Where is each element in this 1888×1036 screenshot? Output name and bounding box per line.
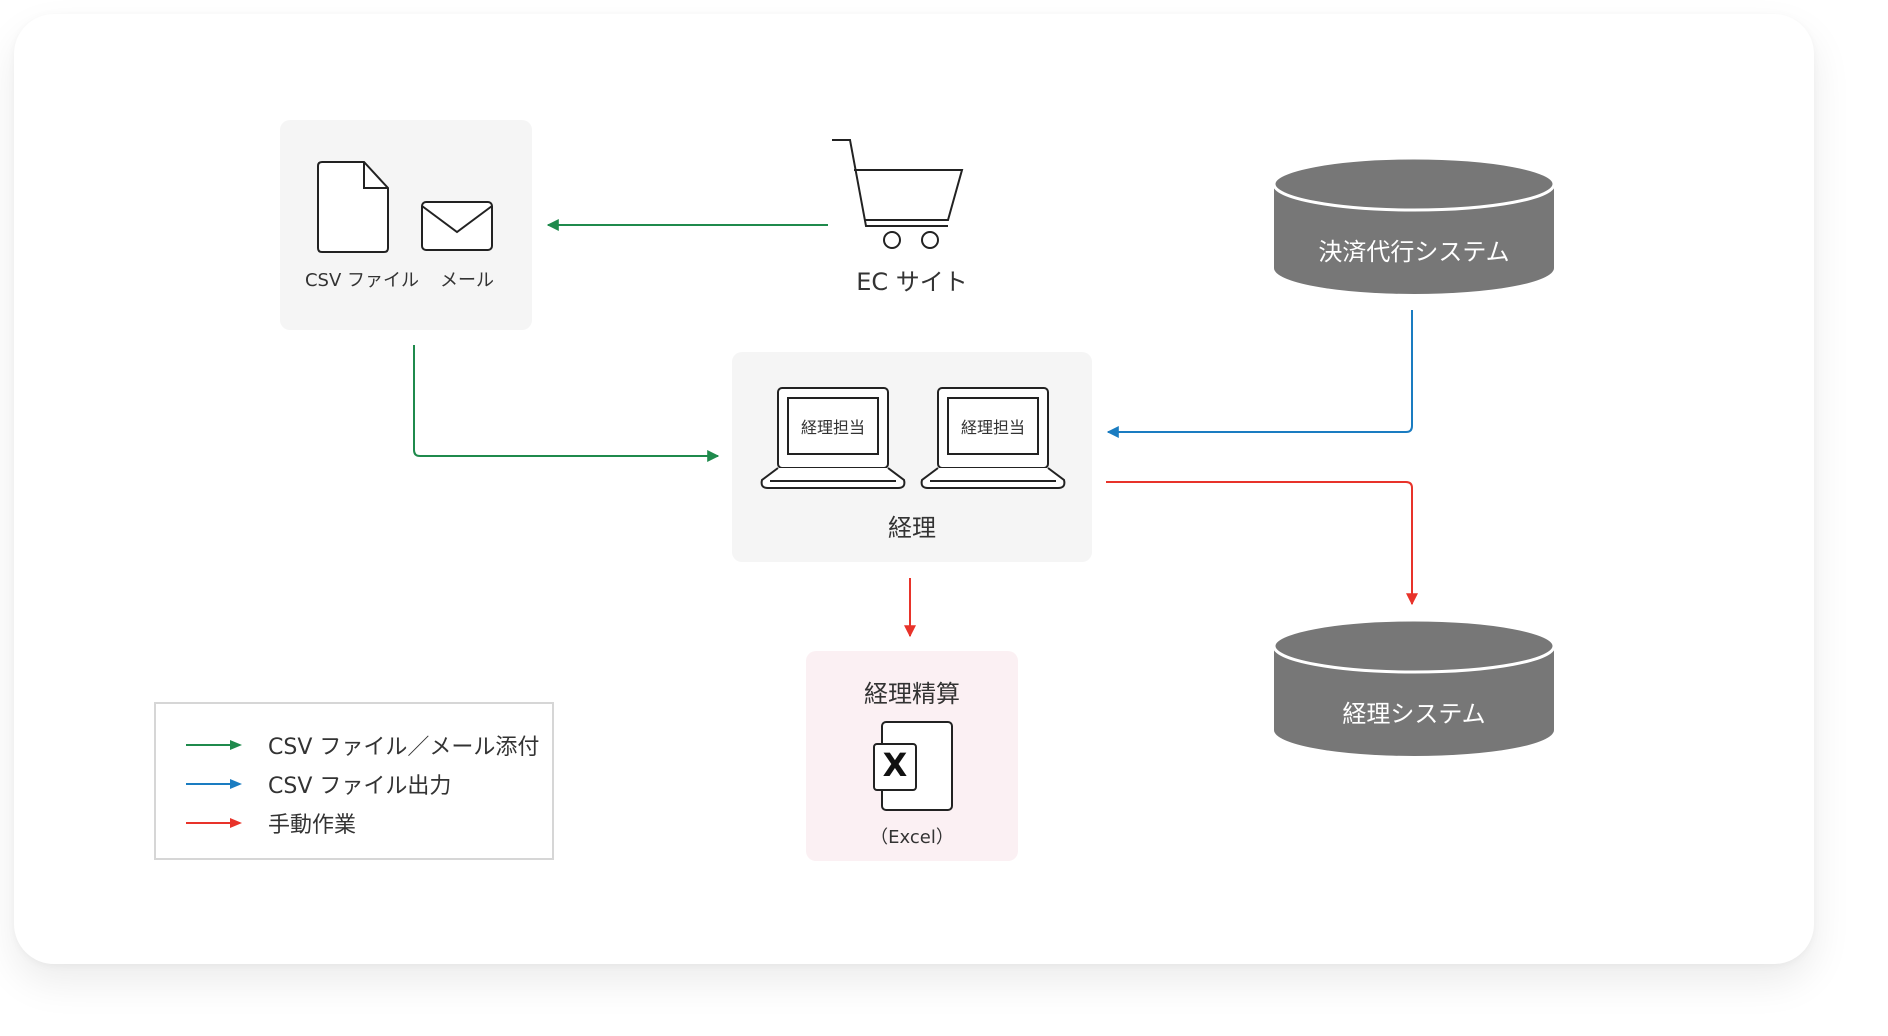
laptop-icon [760,387,906,489]
accounting-staff-label: 経理担当 [960,418,1025,437]
shopping-cart-icon [832,139,964,249]
mail-label: メール [440,270,494,291]
arrow-payment-to-accounting [1106,310,1413,438]
accounting-system-label: 経理システム [1342,700,1486,728]
legend-item-green: CSV ファイル／メール添付 [184,730,539,760]
arrow-csv-mail-to-accounting [413,345,720,462]
legend-label: CSV ファイル／メール添付 [268,735,540,760]
payment-system-label: 決済代行システム [1318,238,1510,266]
legend-item-blue: CSV ファイル出力 [184,769,451,799]
csv-file-label: CSV ファイル [304,270,420,291]
ec-site-label: EC サイト [856,268,968,296]
legend-label: CSV ファイル出力 [268,774,452,799]
laptop-icon [920,387,1066,489]
excel-label: （Excel） [870,827,954,848]
green-arrow-icon [186,740,242,750]
legend-label: 手動作業 [268,813,357,838]
accounting-staff-label: 経理担当 [800,418,865,437]
settlement-title: 経理精算 [864,680,960,708]
excel-icon [873,721,953,811]
red-arrow-icon [186,818,242,828]
legend-item-red: 手動作業 [184,808,356,838]
accounting-label: 経理 [888,514,936,542]
accounting-system-database-icon [1272,618,1556,756]
blue-arrow-icon [186,779,242,789]
legend: CSV ファイル／メール添付 CSV ファイル出力 手動作業 [154,702,554,860]
payment-system-database-icon [1272,156,1556,294]
excel-letter: X [882,746,908,784]
arrow-accounting-to-accounting-system [1106,481,1418,606]
document-icon [317,161,389,253]
mail-icon [421,201,493,251]
